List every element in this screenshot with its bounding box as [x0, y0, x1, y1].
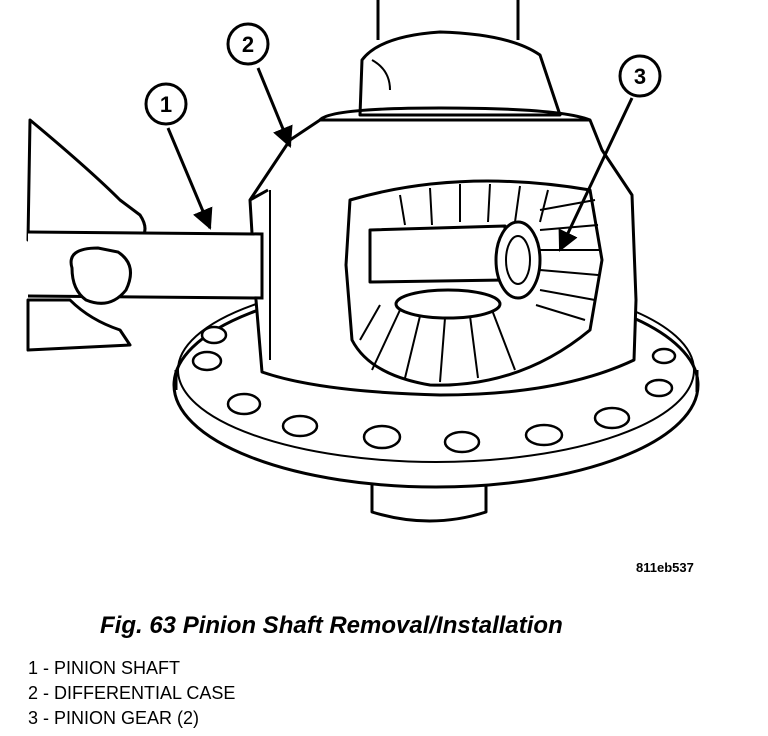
callout-3-label: 3 [634, 64, 646, 89]
flange-bolt-holes [191, 325, 677, 454]
figure-id-code: 811eb537 [636, 560, 694, 575]
callout-3: 3 [618, 54, 662, 98]
callout-1: 1 [144, 82, 188, 126]
legend-item-pinion-shaft: 1 - PINION SHAFT [28, 658, 181, 678]
pinion-shaft-drawing [27, 230, 264, 305]
figure-caption: Fig. 63 Pinion Shaft Removal/Installatio… [100, 612, 563, 639]
callout-2-label: 2 [242, 32, 254, 57]
callout-circles: 1 2 3 [144, 22, 662, 126]
callout-2-leader [256, 67, 293, 148]
callout-1-label: 1 [160, 92, 172, 117]
callout-3-leader [558, 97, 634, 252]
callout-2: 2 [226, 22, 270, 66]
legend-list: 1 - PINION SHAFT 2 - DIFFERENTIAL CASE 3… [28, 656, 235, 731]
hand-drawing [26, 118, 147, 352]
differential-case-drawing [172, 0, 700, 523]
differential-illustration: 1 2 3 [26, 0, 700, 523]
legend-item-differential-case: 2 - DIFFERENTIAL CASE [28, 683, 236, 703]
callout-1-leader [166, 127, 213, 230]
callout-leaders [166, 67, 634, 252]
legend-item-pinion-gear: 3 - PINION GEAR (2) [28, 708, 200, 728]
